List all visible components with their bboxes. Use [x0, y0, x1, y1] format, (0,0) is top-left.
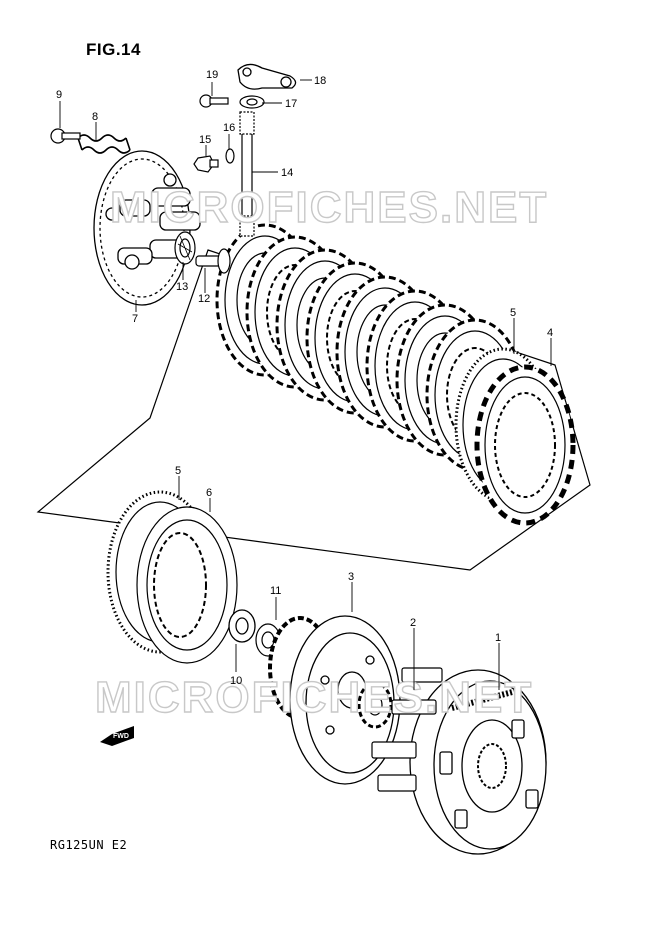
nut — [193, 155, 219, 173]
callout-13: 13 — [176, 281, 188, 293]
callout-10: 10 — [230, 675, 242, 687]
clutch-housing — [409, 669, 547, 855]
clutch-plate-stack — [215, 223, 576, 526]
spring-ring — [136, 506, 238, 664]
callout-15: 15 — [199, 134, 211, 146]
bearing — [174, 231, 196, 265]
watermark: MICROFICHES.NET — [95, 673, 533, 722]
washer — [239, 95, 265, 109]
callout-1: 1 — [495, 632, 501, 644]
release-shaft — [239, 111, 255, 237]
watermark: MICROFICHES.NET — [110, 183, 548, 232]
washer — [225, 148, 235, 164]
fwd-arrow-icon: FWD — [100, 726, 134, 746]
model-code: RG125UN E2 — [50, 838, 128, 852]
callout-3: 3 — [348, 571, 354, 583]
leader-lines — [59, 79, 552, 690]
callout-18: 18 — [314, 75, 326, 87]
callout-5: 5 — [510, 307, 516, 319]
callout-4: 4 — [547, 327, 553, 339]
callout-5-separate: 5 — [175, 465, 181, 477]
housing-fingers — [371, 667, 443, 792]
callout-2: 2 — [410, 617, 416, 629]
callout-17: 17 — [285, 98, 297, 110]
release-arm — [237, 63, 297, 90]
callout-11: 11 — [270, 585, 281, 597]
tabbed-plate — [474, 364, 576, 526]
callout-16: 16 — [223, 122, 235, 134]
clutch-sleeve-hub — [268, 615, 401, 785]
bolt — [199, 94, 229, 108]
callout-7: 7 — [132, 313, 138, 325]
callouts: 19 18 17 9 8 16 15 14 13 12 7 5 4 5 6 3 … — [56, 69, 553, 687]
pressure-plate — [93, 150, 201, 306]
callout-19: 19 — [206, 69, 218, 81]
bolt — [50, 128, 81, 144]
callout-8: 8 — [92, 111, 98, 123]
figure-title: FIG.14 — [86, 40, 141, 59]
thrust-washer — [357, 681, 393, 729]
pressure-spring — [77, 134, 131, 154]
callout-6: 6 — [206, 487, 212, 499]
callout-14: 14 — [281, 167, 293, 179]
push-piece — [195, 248, 231, 274]
fwd-label: FWD — [113, 733, 129, 740]
hub-nut — [228, 609, 256, 643]
callout-12: 12 — [198, 293, 210, 305]
plate-group-outline — [36, 249, 591, 571]
callout-9: 9 — [56, 89, 62, 101]
lock-washer — [255, 623, 281, 657]
